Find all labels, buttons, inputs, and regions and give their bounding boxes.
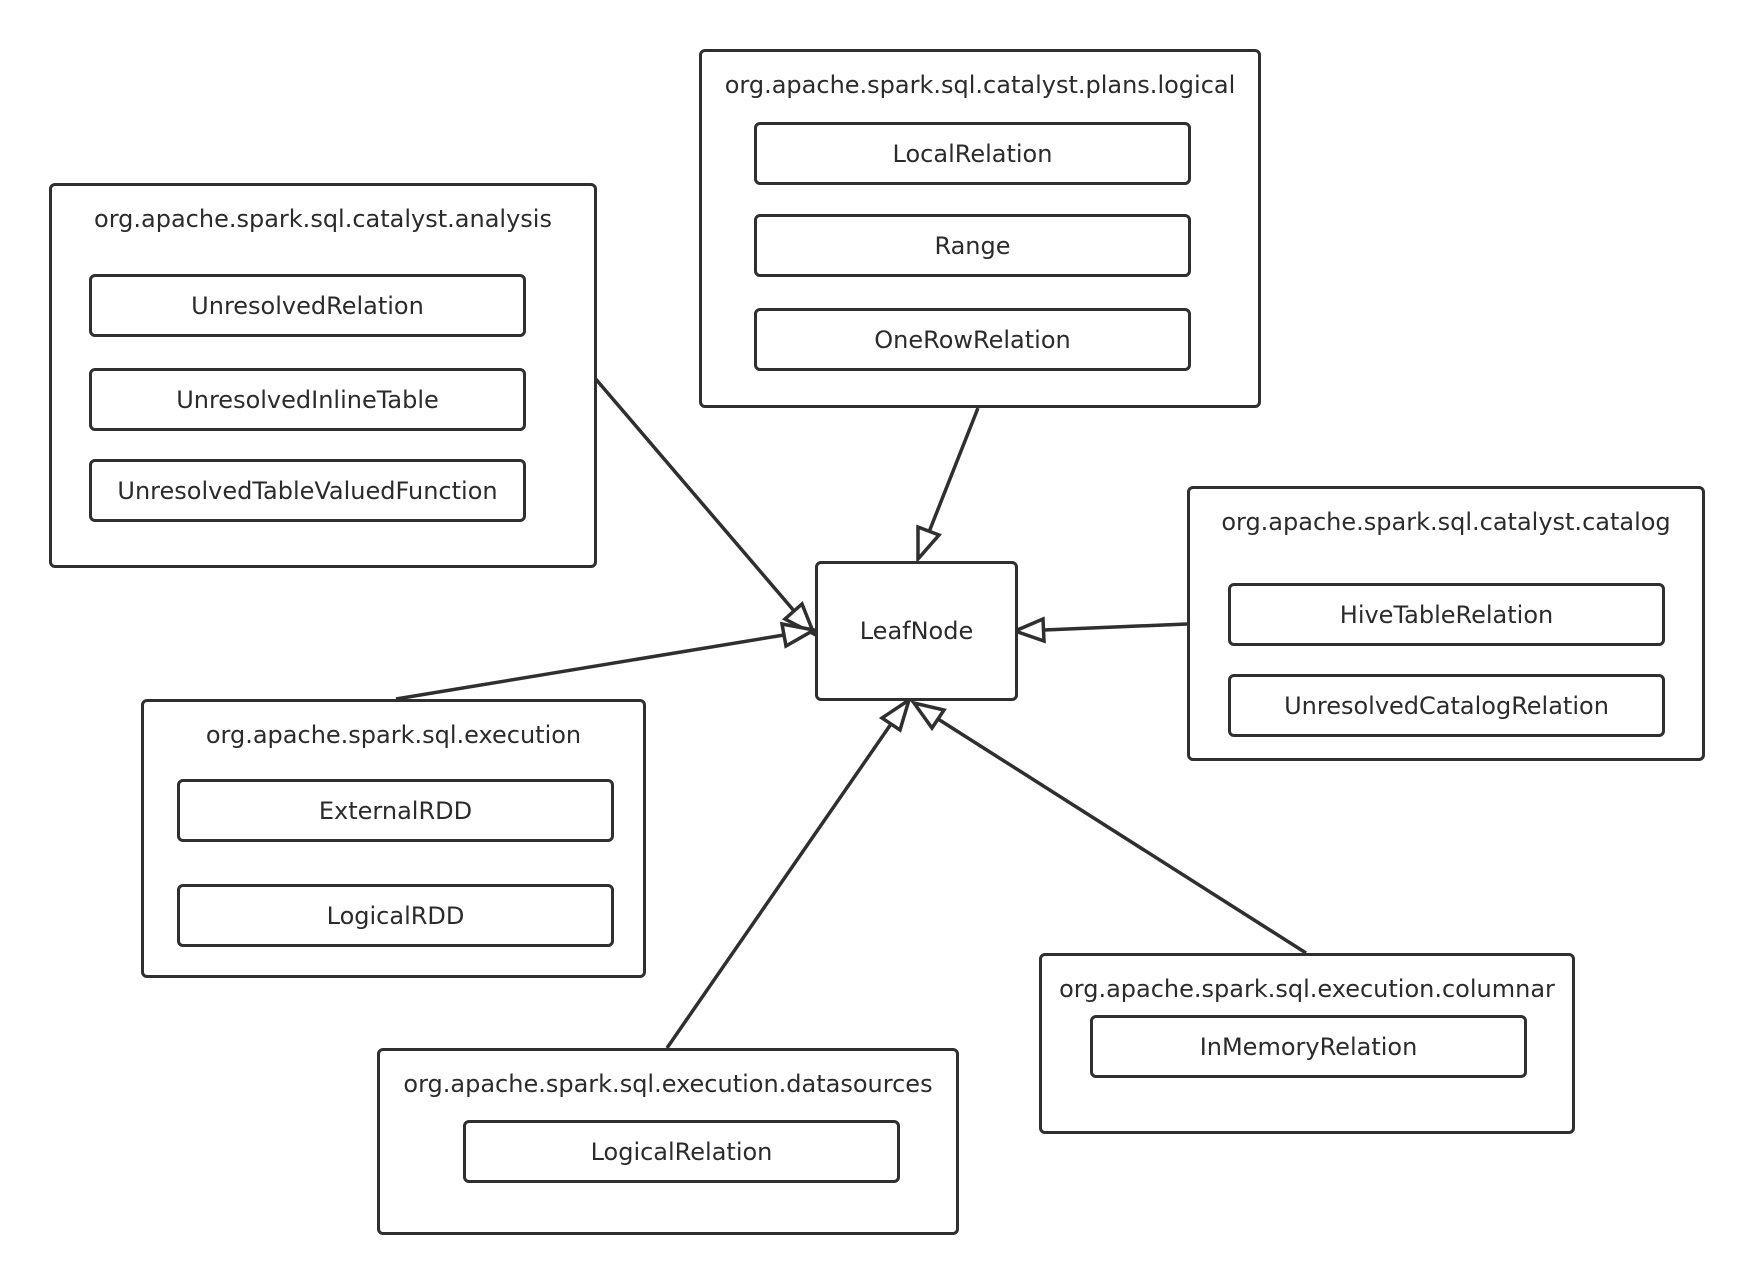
class-hive-table-relation: HiveTableRelation bbox=[1228, 583, 1665, 646]
class-unresolved-catalog-relation: UnresolvedCatalogRelation bbox=[1228, 674, 1665, 737]
class-label: UnresolvedInlineTable bbox=[176, 385, 439, 414]
class-label: Range bbox=[934, 231, 1011, 260]
class-unresolved-relation: UnresolvedRelation bbox=[89, 274, 526, 337]
class-label: InMemoryRelation bbox=[1199, 1032, 1418, 1061]
class-label: LocalRelation bbox=[892, 139, 1053, 168]
class-one-row-relation: OneRowRelation bbox=[754, 308, 1191, 371]
edge-catalog-to-leafnode bbox=[1010, 616, 1188, 644]
class-in-memory-relation: InMemoryRelation bbox=[1090, 1015, 1527, 1078]
class-label: ExternalRDD bbox=[318, 796, 473, 825]
edge-datasources-to-leafnode bbox=[665, 695, 913, 1049]
edge-columnar-to-leafnode bbox=[909, 700, 1307, 955]
edge-analysis-to-leafnode bbox=[592, 375, 818, 638]
package-title: org.apache.spark.sql.execution bbox=[205, 721, 582, 749]
class-label: LogicalRDD bbox=[326, 901, 465, 930]
package-title: org.apache.spark.sql.catalyst.catalog bbox=[1221, 508, 1671, 536]
package-execution-datasources: org.apache.spark.sql.execution.datasourc… bbox=[377, 1048, 959, 1235]
class-label: UnresolvedRelation bbox=[191, 291, 424, 320]
class-unresolved-inline-table: UnresolvedInlineTable bbox=[89, 368, 526, 431]
package-execution-columnar: org.apache.spark.sql.execution.columnar … bbox=[1039, 953, 1575, 1134]
class-logical-rdd: LogicalRDD bbox=[177, 884, 614, 947]
package-catalyst-plans-logical: org.apache.spark.sql.catalyst.plans.logi… bbox=[699, 49, 1261, 408]
leafnode-label: LeafNode bbox=[859, 617, 974, 645]
class-label: UnresolvedCatalogRelation bbox=[1284, 691, 1609, 720]
package-catalyst-catalog: org.apache.spark.sql.catalyst.catalog Hi… bbox=[1187, 486, 1705, 761]
edge-logical-to-leafnode bbox=[916, 407, 980, 564]
package-title: org.apache.spark.sql.catalyst.plans.logi… bbox=[724, 71, 1236, 99]
package-title: org.apache.spark.sql.catalyst.analysis bbox=[94, 205, 552, 233]
class-local-relation: LocalRelation bbox=[754, 122, 1191, 185]
class-label: OneRowRelation bbox=[874, 325, 1071, 354]
class-range: Range bbox=[754, 214, 1191, 277]
package-title: org.apache.spark.sql.execution.columnar bbox=[1059, 975, 1555, 1003]
leafnode-class: LeafNode bbox=[815, 561, 1018, 701]
class-external-rdd: ExternalRDD bbox=[177, 779, 614, 842]
class-unresolved-table-valued-function: UnresolvedTableValuedFunction bbox=[89, 459, 526, 522]
class-label: LogicalRelation bbox=[590, 1137, 773, 1166]
package-title: org.apache.spark.sql.execution.datasourc… bbox=[403, 1070, 933, 1098]
class-label: UnresolvedTableValuedFunction bbox=[117, 476, 498, 505]
class-label: HiveTableRelation bbox=[1339, 600, 1554, 629]
class-logical-relation: LogicalRelation bbox=[463, 1120, 900, 1183]
edge-execution-to-leafnode bbox=[395, 621, 820, 701]
package-catalyst-analysis: org.apache.spark.sql.catalyst.analysis U… bbox=[49, 183, 597, 568]
package-execution: org.apache.spark.sql.execution ExternalR… bbox=[141, 699, 646, 978]
